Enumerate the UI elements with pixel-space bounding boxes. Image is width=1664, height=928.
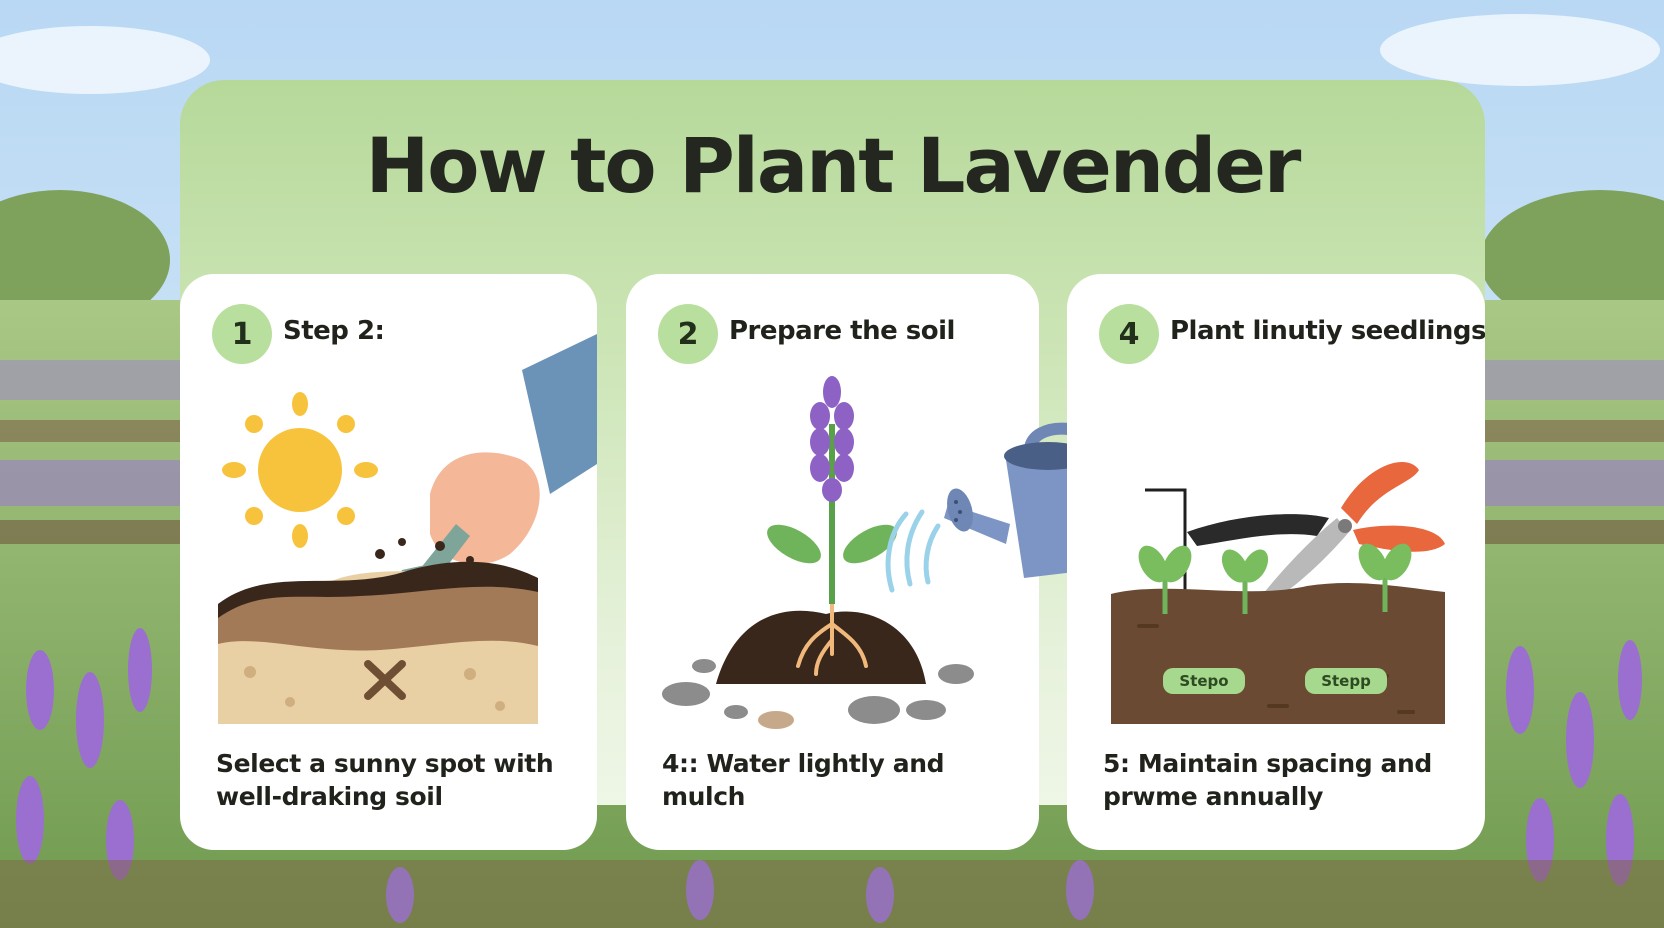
step-caption: Select a sunny spot with well-draking so… xyxy=(216,749,554,811)
step-card-2: 2 Prepare the soil 4:: Water light xyxy=(626,274,1039,850)
lavender-flower-icon xyxy=(810,376,854,502)
seedling-icon xyxy=(1138,545,1192,614)
x-mark-icon xyxy=(364,660,406,700)
step-caption: 5: Maintain spacing and prwme annually xyxy=(1103,749,1432,811)
sunny-soil-illustration xyxy=(218,334,597,724)
pruning-shears-icon xyxy=(1187,461,1445,602)
spacing-tag: Stepo xyxy=(1163,668,1245,694)
step-card-3: 4 Plant linutiy seedlings xyxy=(1067,274,1485,850)
step-heading: Prepare the soil xyxy=(729,316,955,346)
spacing-tag-label: Stepo xyxy=(1179,672,1228,690)
step-heading: Step 2: xyxy=(283,316,385,346)
page-title: How to Plant Lavender xyxy=(365,121,1302,210)
step-caption: 4:: Water lightly and mulch xyxy=(662,749,945,811)
seedling-icon xyxy=(1221,549,1269,614)
hand-with-trowel-icon xyxy=(394,334,597,594)
seedling-icon xyxy=(1358,543,1412,612)
step-number-badge: 4 xyxy=(1099,304,1159,364)
spacing-tag: Stepp xyxy=(1305,668,1387,694)
step-card-1: 1 Step 2: Select a xyxy=(180,274,597,850)
water-spray-icon xyxy=(885,509,941,593)
step-heading: Plant linutiy seedlings xyxy=(1170,316,1485,346)
sun-icon xyxy=(222,392,378,548)
step-number-badge: 2 xyxy=(658,304,718,364)
step-number-badge: 1 xyxy=(212,304,272,364)
spacing-tag-label: Stepp xyxy=(1321,672,1371,690)
lavender-plant-illustration xyxy=(662,376,974,729)
seedlings-and-pruners-illustration: Stepo Stepp xyxy=(1111,461,1445,724)
